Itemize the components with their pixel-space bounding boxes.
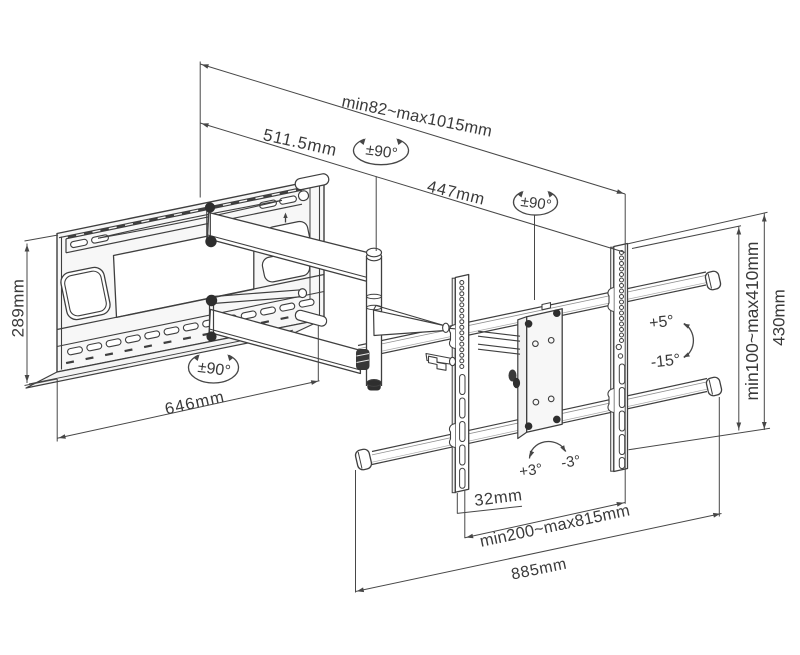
svg-text:±90°: ±90° xyxy=(520,193,553,214)
svg-text:±90°: ±90° xyxy=(365,141,399,162)
svg-text:min100~max410mm: min100~max410mm xyxy=(742,241,762,400)
svg-text:430mm: 430mm xyxy=(770,289,789,346)
svg-text:289mm: 289mm xyxy=(9,279,28,338)
svg-text:-15°: -15° xyxy=(650,352,681,372)
svg-text:-3°: -3° xyxy=(560,452,582,472)
svg-text:+5°: +5° xyxy=(648,313,674,332)
svg-text:32mm: 32mm xyxy=(473,486,523,510)
svg-text:+3°: +3° xyxy=(518,461,543,481)
svg-text:±90°: ±90° xyxy=(197,359,232,380)
